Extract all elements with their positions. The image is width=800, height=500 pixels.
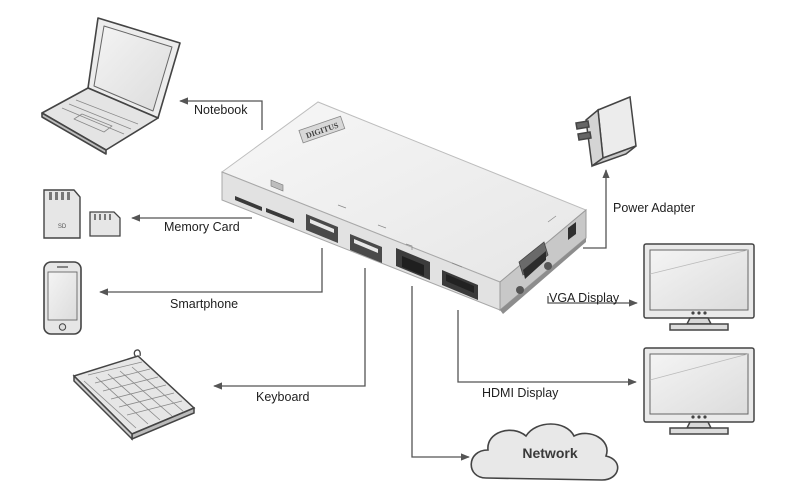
hdmi-display-icon xyxy=(643,347,755,435)
connector-lines xyxy=(99,97,638,461)
svg-text:SD: SD xyxy=(58,224,67,230)
label-power-adapter: Power Adapter xyxy=(613,201,695,215)
notebook-line xyxy=(179,97,263,130)
notebook-icon xyxy=(41,17,181,155)
ethernet-port xyxy=(396,248,430,280)
network-cloud-icon xyxy=(470,423,619,481)
network-line xyxy=(411,286,470,461)
power-adapter-icon xyxy=(575,95,637,168)
vga-display-icon xyxy=(643,243,755,331)
vga-line xyxy=(547,296,638,307)
smartphone-line xyxy=(99,248,323,296)
label-network: Network xyxy=(522,445,578,461)
hdmi-line xyxy=(457,310,637,386)
card-slots xyxy=(235,179,294,223)
usb-port-2 xyxy=(350,234,382,263)
power-line xyxy=(583,169,610,249)
usb-port-1 xyxy=(306,214,338,243)
keyboard-line xyxy=(213,268,366,390)
vga-port xyxy=(516,241,552,294)
docking-station: DIGITUS xyxy=(220,101,587,314)
keyboard-icon xyxy=(72,349,196,441)
label-keyboard: Keyboard xyxy=(256,390,310,404)
microsd-card-icon xyxy=(89,211,121,237)
smartphone-icon xyxy=(43,261,82,335)
hdmi-port xyxy=(442,270,478,300)
label-hdmi-display: HDMI Display xyxy=(482,386,559,400)
label-memory-card: Memory Card xyxy=(164,220,240,234)
sd-card-icon: SD xyxy=(43,189,81,239)
usb-c-port xyxy=(568,222,576,240)
keyboard-cable xyxy=(133,349,141,358)
label-vga-display: VGA Display xyxy=(549,291,620,305)
label-smartphone: Smartphone xyxy=(170,297,239,311)
label-notebook: Notebook xyxy=(194,103,248,117)
